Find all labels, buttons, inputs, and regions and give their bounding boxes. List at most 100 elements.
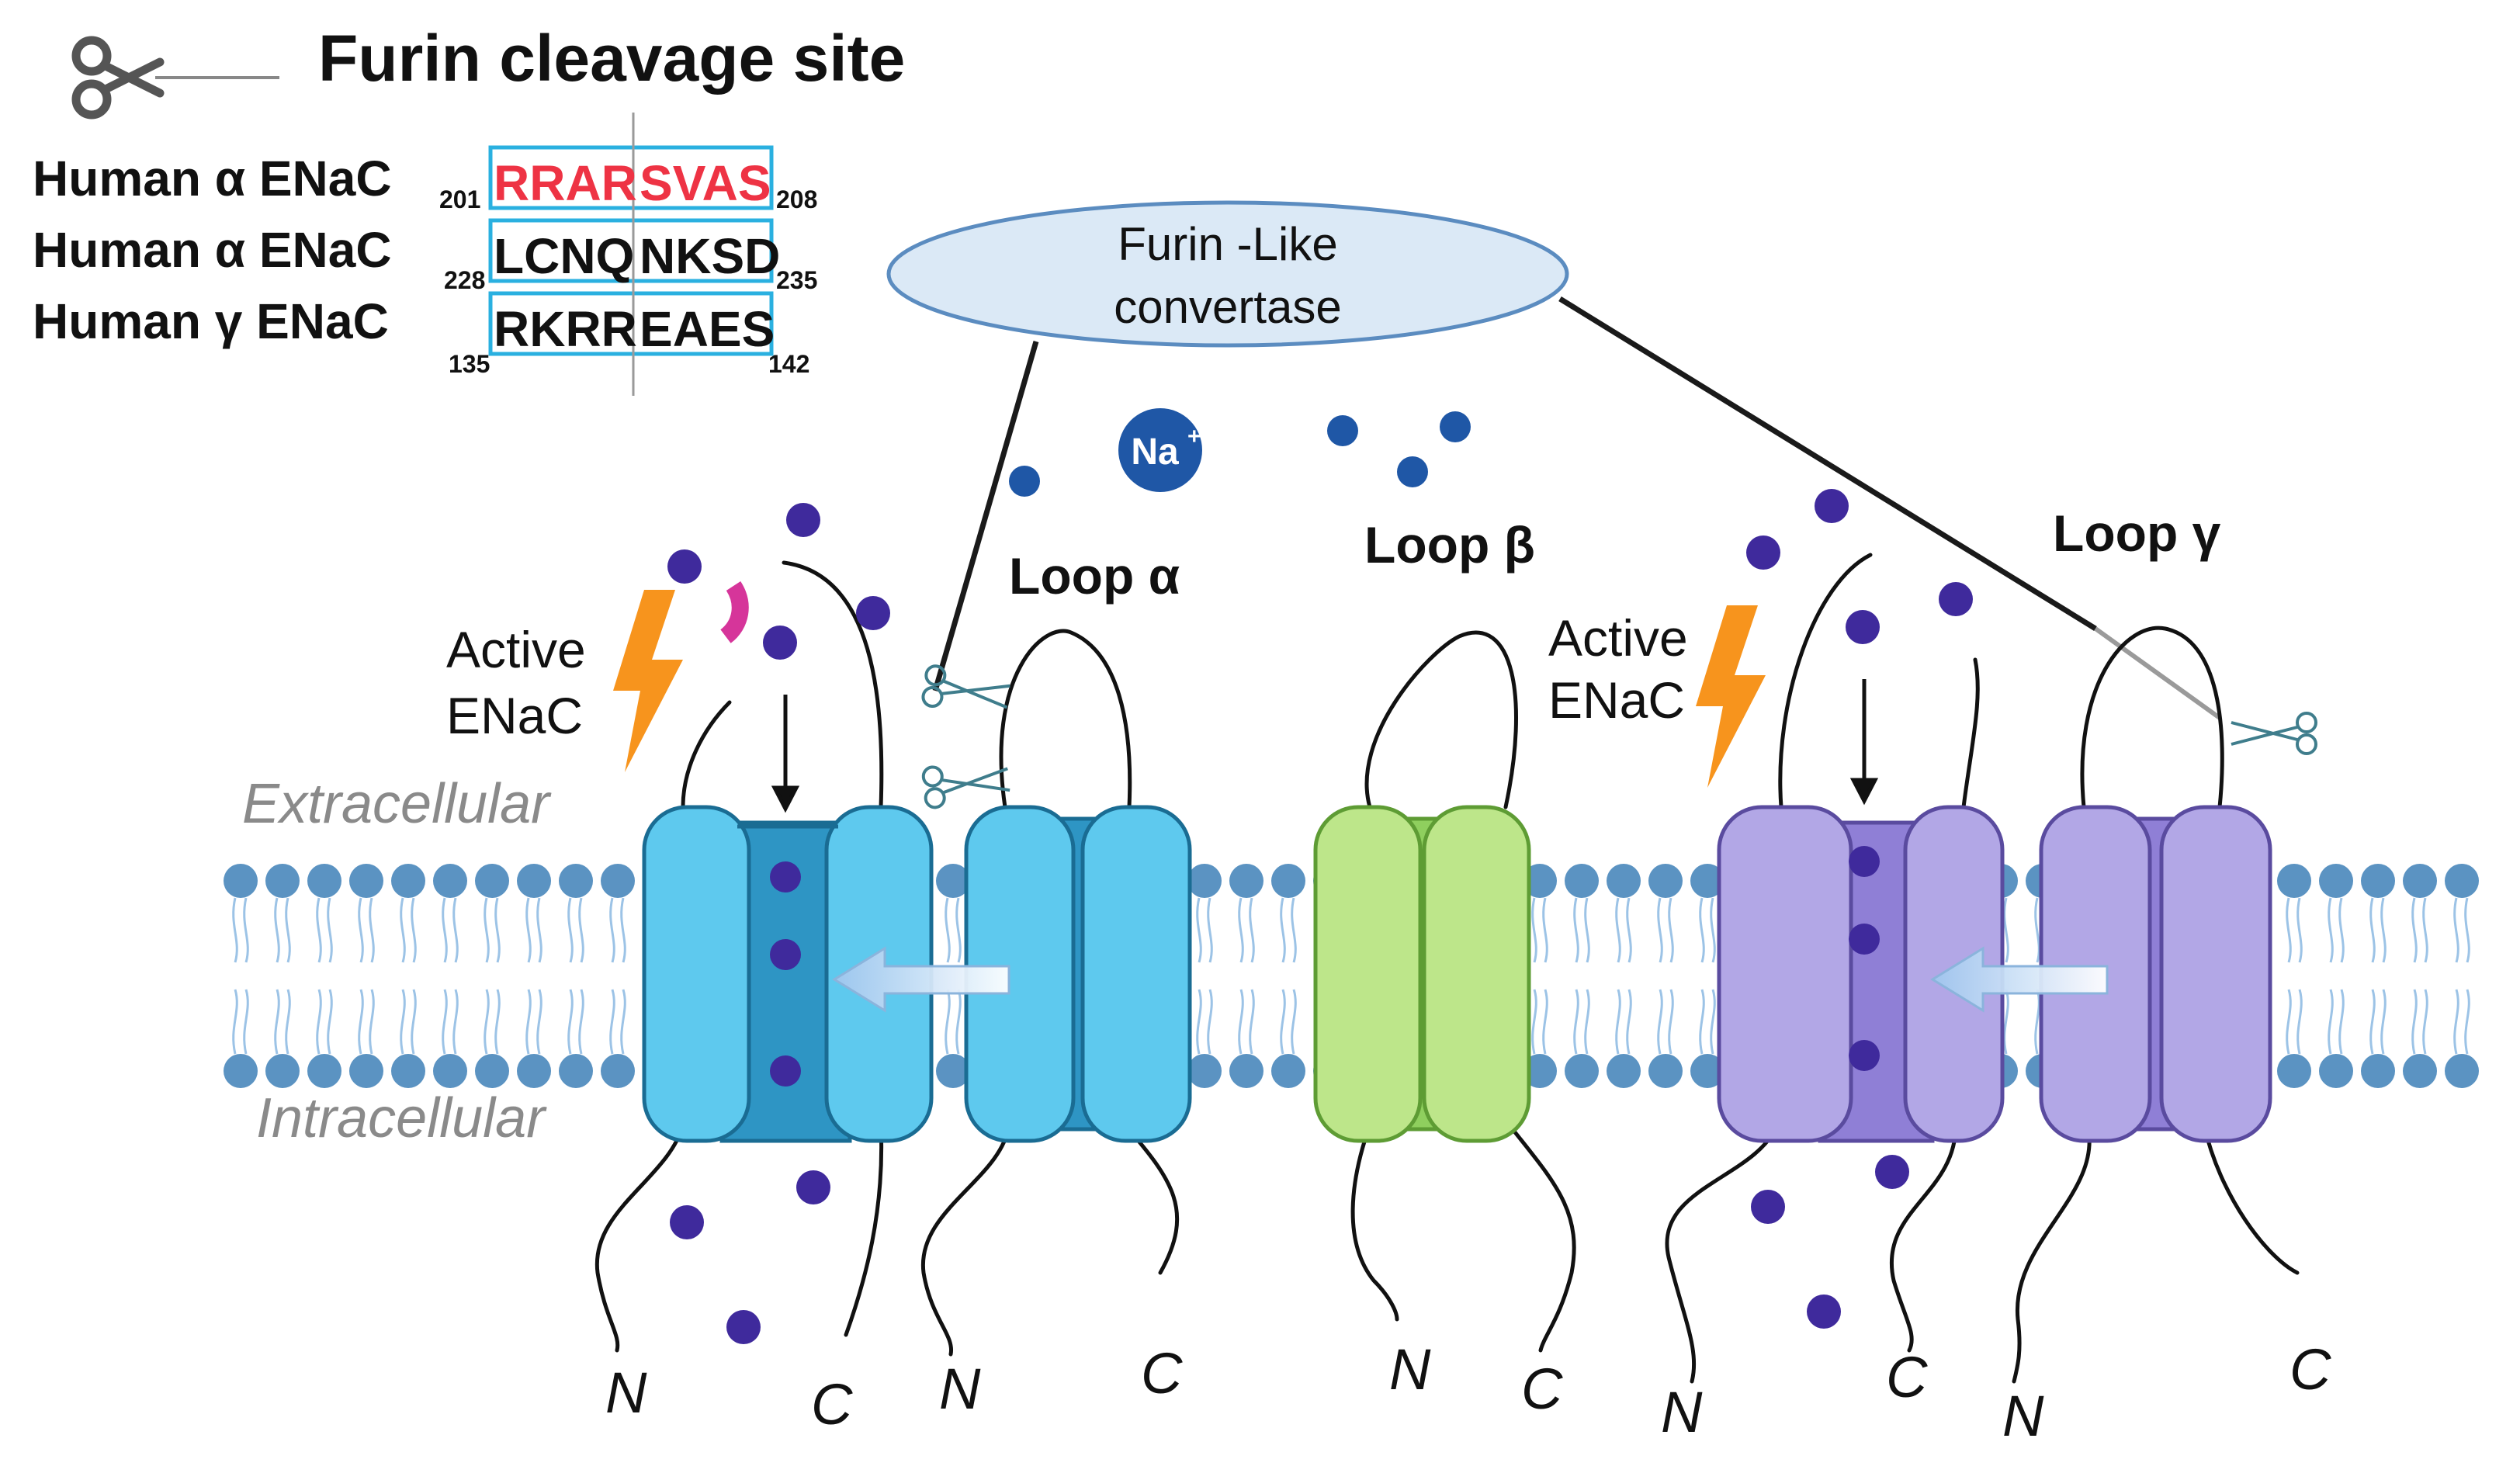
lipid-head	[1229, 1054, 1263, 1088]
lipid-head	[1187, 864, 1222, 898]
terminus-label: N	[605, 1360, 647, 1425]
lipid-head	[2277, 864, 2311, 898]
lipid-head	[391, 1054, 425, 1088]
lipid-tail	[1615, 897, 1632, 963]
lipid-tail	[400, 989, 417, 1055]
lipid-tail	[567, 989, 584, 1055]
pore-ion	[1849, 846, 1880, 877]
lipid-head	[2277, 1054, 2311, 1088]
lipid-head	[1565, 864, 1599, 898]
sequence-box-3	[488, 291, 774, 356]
sequence-1-end: 208	[776, 185, 817, 213]
free-ion	[796, 1170, 830, 1204]
lipid-tail	[1531, 897, 1548, 963]
free-ion	[1939, 582, 1973, 616]
lipid-head	[307, 864, 341, 898]
convertase-line-alpha	[932, 341, 1039, 691]
lipid-head	[559, 864, 593, 898]
lipid-tail	[316, 989, 333, 1055]
lipid-tail	[945, 897, 962, 963]
lipid-head	[2445, 1054, 2479, 1088]
sodium-symbol: Na	[1131, 432, 1179, 473]
sequence-1-left: RRAR	[494, 155, 637, 211]
sequence-2-start: 228	[444, 266, 485, 294]
free-ion	[786, 503, 820, 537]
convertase-line-gamma	[1558, 296, 2097, 631]
alpha-active-loop-left	[681, 700, 732, 809]
lipid-tail	[525, 897, 542, 963]
convertase-line-gamma-end	[2094, 626, 2221, 720]
lipid-head	[2319, 1054, 2353, 1088]
lipid-head	[601, 1054, 635, 1088]
sodium-charge: +	[1187, 424, 1201, 449]
beta-tail-c	[1507, 1123, 1576, 1353]
alpha-active-tail-n	[594, 1123, 685, 1353]
protein-strands	[594, 553, 2300, 1384]
sequence-3-left: RKRR	[494, 301, 637, 357]
sequence-2-right: NKSD	[640, 228, 780, 284]
furin-convertase-ellipse	[886, 200, 1569, 348]
gamma-active-loop-left	[1778, 553, 1873, 809]
active-enac-1-line1: Active	[446, 621, 586, 678]
lipid-head	[475, 1054, 509, 1088]
free-ion	[670, 1205, 704, 1239]
terminus-label: C	[2289, 1337, 2331, 1402]
lipid-head	[475, 864, 509, 898]
free-ions	[667, 411, 1973, 1344]
scissors-icon	[71, 36, 165, 120]
lipid-head	[349, 1054, 383, 1088]
lightning-bolt-icon	[613, 590, 683, 772]
lipid-tail	[525, 989, 542, 1055]
gamma-helix-right	[2159, 805, 2272, 1143]
lipid-tail	[609, 989, 626, 1055]
sequence-name-2: Human α ENaC	[33, 222, 392, 278]
lipid-head	[265, 864, 300, 898]
lipid-head	[936, 864, 970, 898]
alpha-helix-right	[1080, 805, 1192, 1143]
terminus-label: C	[811, 1372, 853, 1437]
free-ion	[1846, 610, 1880, 644]
lipid-tail	[1196, 897, 1213, 963]
lipid-tail	[1280, 897, 1297, 963]
lipid-tail	[2369, 989, 2387, 1055]
lipid-tail	[2369, 897, 2387, 963]
lipid-tail	[1573, 989, 1590, 1055]
lipid-head	[433, 864, 467, 898]
lipid-tail	[609, 897, 626, 963]
alpha-tail-c	[1123, 1123, 1180, 1275]
free-ion	[1009, 466, 1040, 497]
sequence-3-right: EAES	[640, 301, 775, 357]
lipid-head	[224, 1054, 258, 1088]
convertase-label-line2: convertase	[1114, 281, 1342, 333]
lipid-head	[1271, 864, 1305, 898]
gamma-active-tail-n	[1665, 1123, 1780, 1384]
lightning-bolt-icon	[1696, 605, 1766, 788]
terminus-label: N	[1661, 1380, 1703, 1444]
lipid-tail	[400, 897, 417, 963]
loop-beta-label: Loop β	[1364, 516, 1535, 574]
lipid-tail	[2411, 897, 2428, 963]
lipid-head	[1648, 864, 1683, 898]
lipid-head	[433, 1054, 467, 1088]
pore-ion	[1849, 924, 1880, 955]
sequence-name-1: Human α ENaC	[33, 151, 392, 206]
gamma-loop	[2080, 626, 2224, 809]
lipid-head	[1565, 1054, 1599, 1088]
lipid-head	[559, 1054, 593, 1088]
sequence-box-2	[488, 218, 774, 283]
lipid-head	[517, 864, 551, 898]
intracellular-label: Intracellular	[256, 1087, 547, 1149]
lipid-tail	[1699, 897, 1716, 963]
lipid-tail	[316, 897, 333, 963]
lipid-tail	[2411, 989, 2428, 1055]
lipid-tail	[1657, 897, 1674, 963]
lipid-head	[2361, 864, 2395, 898]
free-ion	[726, 1310, 761, 1344]
lipid-tail	[484, 989, 501, 1055]
assembly-arrows	[832, 946, 2109, 1013]
terminus-label: N	[2002, 1384, 2044, 1448]
sequence-2-left: LCNQ	[494, 228, 634, 284]
gamma-active-helix-left	[1717, 805, 1853, 1143]
sequence-box-1	[488, 145, 774, 210]
